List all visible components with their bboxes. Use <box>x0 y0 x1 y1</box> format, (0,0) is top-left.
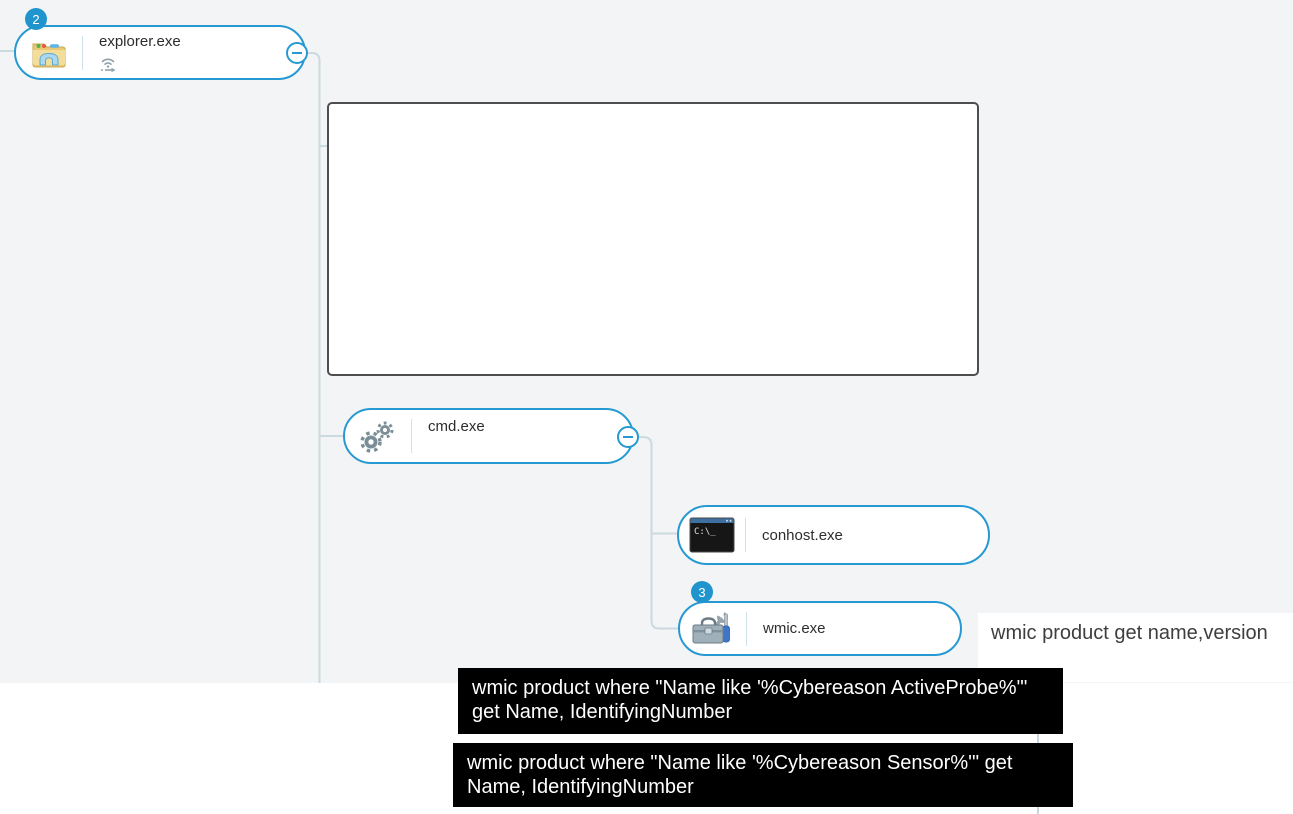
windows-explorer-folder-icon <box>16 37 82 69</box>
process-node-wmic[interactable]: wmic.exe <box>678 601 962 656</box>
gears-icon <box>345 418 411 454</box>
process-name-label: cmd.exe <box>428 417 485 435</box>
process-node-conhost[interactable]: C:\_ conhost.exe <box>677 505 990 565</box>
network-activity-icon <box>101 58 116 72</box>
console-window-icon: C:\_ <box>679 517 745 553</box>
process-node-explorer[interactable]: explorer.exe <box>14 25 306 80</box>
toolbox-icon <box>680 611 746 647</box>
minus-glyph <box>623 436 633 438</box>
collapse-icon[interactable] <box>617 426 639 448</box>
command-text-line: wmic product where "Name like '%Cybereas… <box>467 752 1013 774</box>
node-divider <box>746 611 747 646</box>
process-name-label: wmic.exe <box>763 620 826 637</box>
wmic-command-annotation-sensor: wmic product where "Name like '%Cybereas… <box>453 743 1073 807</box>
collapse-icon[interactable] <box>286 42 308 64</box>
expanded-detail-box <box>327 102 979 376</box>
process-name-label: conhost.exe <box>762 526 843 544</box>
process-node-cmd[interactable]: cmd.exe <box>343 408 634 464</box>
command-text-line: wmic product where "Name like '%Cybereas… <box>472 677 1028 699</box>
badge-number: 2 <box>32 11 40 27</box>
wmic-command-annotation-activeprobe: wmic product where "Name like '%Cybereas… <box>458 668 1063 734</box>
badge-number: 3 <box>698 584 706 600</box>
command-text-line: get Name, IdentifyingNumber <box>472 701 733 723</box>
node-count-badge-explorer: 2 <box>25 8 47 30</box>
command-text-line: Name, IdentifyingNumber <box>467 776 694 798</box>
node-divider <box>411 419 412 453</box>
node-divider <box>745 518 746 552</box>
command-text: wmic product get name,version <box>991 622 1268 644</box>
node-divider <box>82 35 83 70</box>
process-name-label: explorer.exe <box>99 32 181 50</box>
console-icon-text: C:\_ <box>694 527 716 537</box>
minus-glyph <box>292 52 302 54</box>
node-count-badge-wmic: 3 <box>691 581 713 603</box>
